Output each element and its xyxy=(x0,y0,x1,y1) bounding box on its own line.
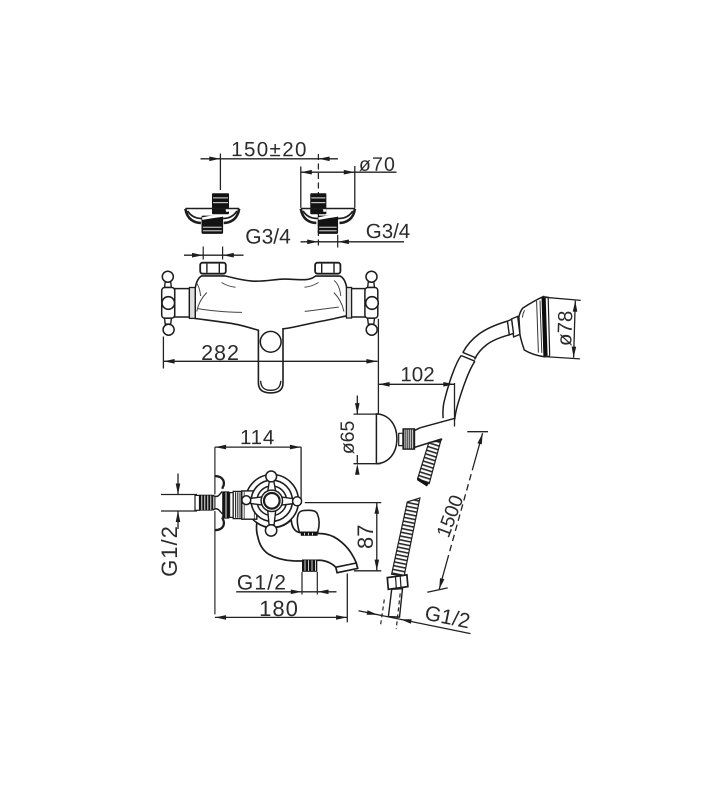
svg-text:G3/4: G3/4 xyxy=(245,225,291,248)
svg-text:150±20: 150±20 xyxy=(231,138,308,161)
svg-text:102: 102 xyxy=(400,363,434,386)
svg-text:G1/2: G1/2 xyxy=(157,525,182,577)
svg-text:114: 114 xyxy=(240,426,275,449)
svg-text:ø78: ø78 xyxy=(553,310,577,346)
svg-text:87: 87 xyxy=(353,525,378,549)
svg-text:282: 282 xyxy=(201,341,240,365)
svg-text:G1/2: G1/2 xyxy=(237,571,287,594)
svg-text:G3/4: G3/4 xyxy=(366,220,411,243)
svg-text:180: 180 xyxy=(259,596,299,621)
svg-text:ø65: ø65 xyxy=(337,421,359,455)
svg-text:ø70: ø70 xyxy=(359,154,396,176)
